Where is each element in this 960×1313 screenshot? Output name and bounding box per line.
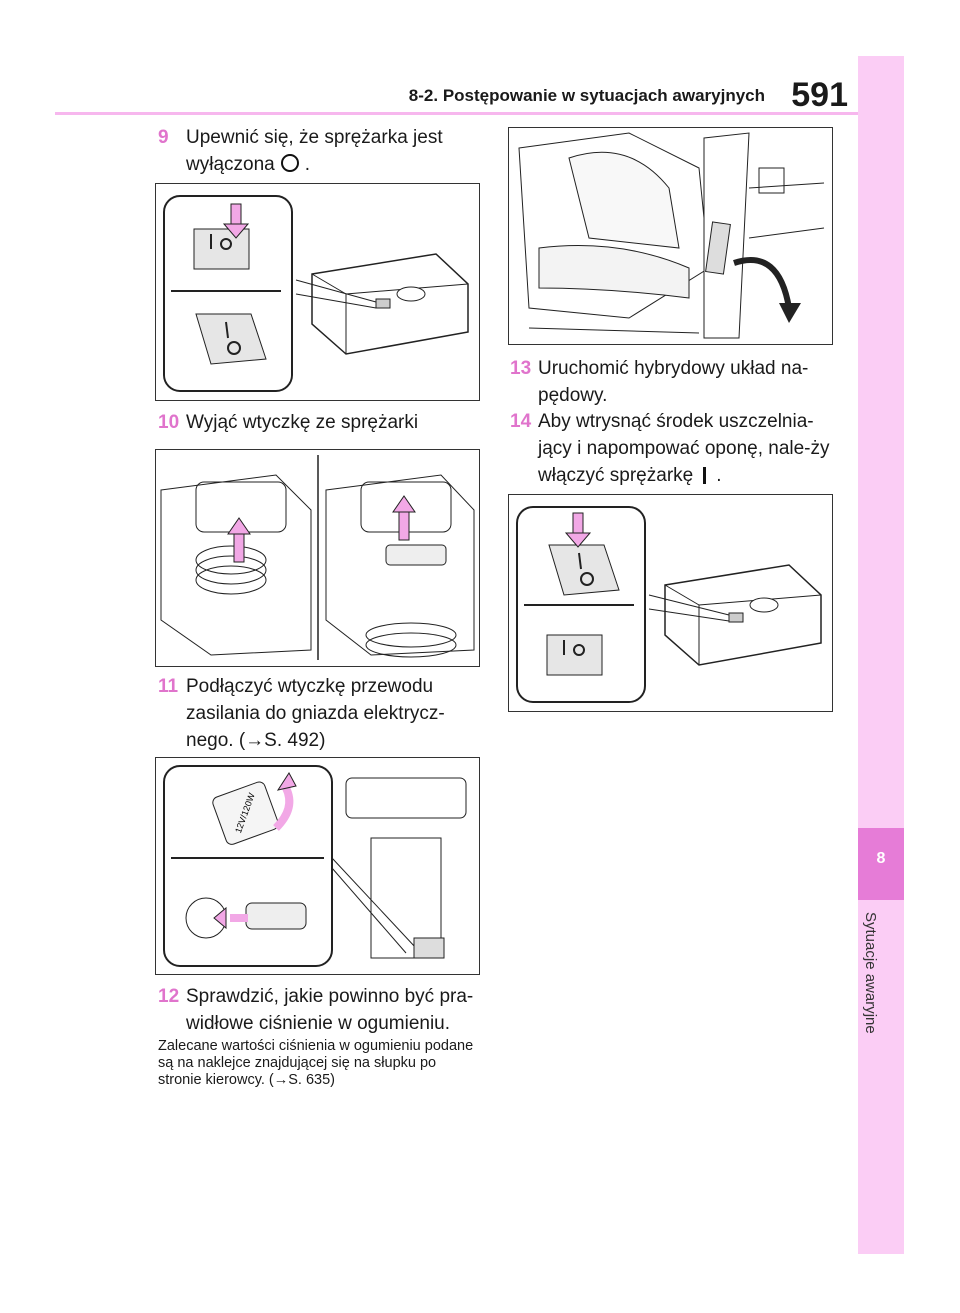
compressor-switch-illustration [163, 195, 469, 392]
page-header: 8-2. Postępowanie w sytuacjach awaryjnyc… [380, 76, 860, 114]
header-divider [55, 112, 858, 115]
step-text-end: . [716, 465, 722, 486]
chapter-number: 8 [876, 850, 886, 867]
step-9: 9 Upewnić się, że sprężarka jest wyłączo… [158, 124, 488, 178]
step-number: 11 [158, 676, 179, 697]
step-10: 10 Wyjąć wtyczkę ze sprężarki [158, 409, 488, 436]
figure-power-socket: 12V/120W [155, 757, 480, 975]
note-text: Zalecane wartości ciśnienia w ogumieniu … [158, 1038, 474, 1088]
step-text: Uruchomić hybrydowy układ na-pędowy. [538, 358, 809, 406]
step-number: 14 [510, 411, 532, 432]
step-number: 12 [158, 986, 180, 1007]
figure-door-pillar [508, 127, 833, 345]
step-text: Wyjąć wtyczkę ze sprężarki [186, 412, 419, 433]
step-number: 13 [510, 358, 532, 379]
step-text-end: . [304, 154, 310, 175]
socket-connection-illustration: 12V/120W [163, 765, 467, 967]
step-text: Sprawdzić, jakie powinno być pra-widłowe… [186, 986, 474, 1034]
off-circle-icon [280, 154, 299, 172]
step-14: 14 Aby wtrysnąć środek uszczelnia-jący i… [510, 408, 840, 489]
compressor-switch-on-illustration [516, 506, 822, 703]
door-pillar-illustration [518, 132, 825, 339]
figure-compressor-on [508, 494, 833, 712]
step-13: 13 Uruchomić hybrydowy układ na-pędowy. [510, 355, 840, 409]
page-number: 591 [791, 76, 848, 114]
plug-removal-illustration [160, 455, 475, 660]
step-11: 11 Podłączyć wtyczkę przewodu zasilania … [158, 673, 488, 754]
step-12: 12 Sprawdzić, jakie powinno być pra-widł… [158, 983, 488, 1037]
step-text: Podłączyć wtyczkę przewodu zasilania do … [186, 676, 445, 751]
step-number: 9 [158, 127, 169, 148]
chapter-label: Sytuacje awaryjne [862, 912, 879, 1034]
on-bar-icon [703, 467, 707, 484]
section-title: 8-2. Postępowanie w sytuacjach awaryjnyc… [408, 86, 765, 105]
step-text: Aby wtrysnąć środek uszczelnia-jący i na… [538, 411, 830, 486]
step-text: Upewnić się, że sprężarka jest wyłączona [186, 127, 443, 175]
chapter-number-box [858, 828, 904, 900]
figure-compressor-off [155, 183, 480, 401]
step-number: 10 [158, 412, 180, 433]
figure-remove-plug [155, 449, 480, 667]
chapter-side-tab [858, 56, 904, 1254]
